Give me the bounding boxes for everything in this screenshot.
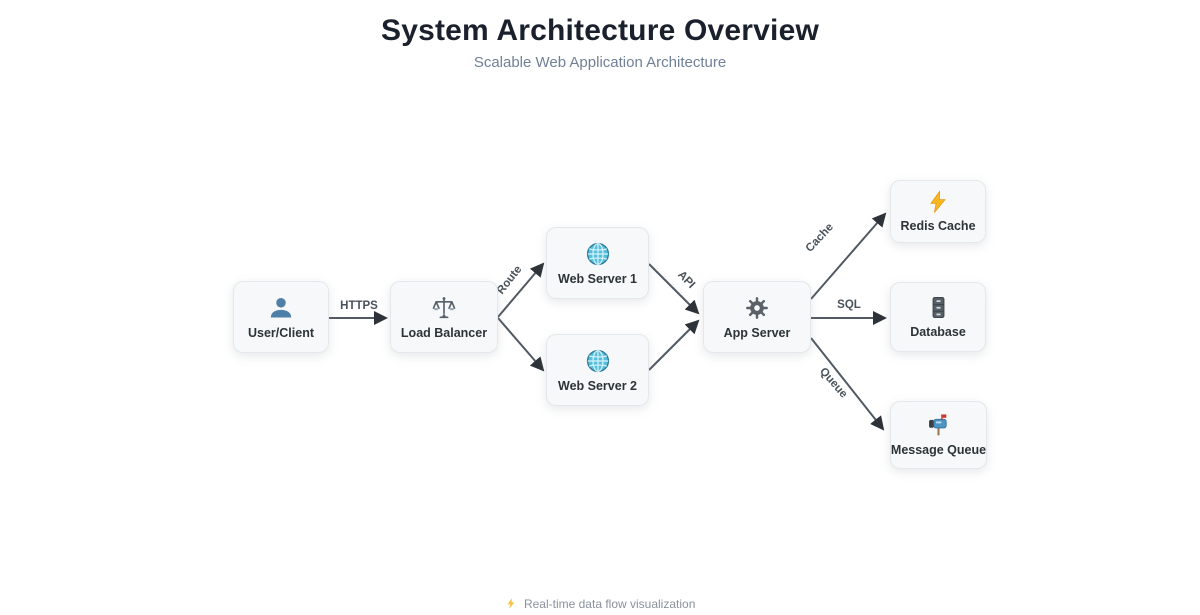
gear-icon <box>744 295 770 321</box>
edge-label-https: HTTPS <box>340 300 378 312</box>
edge-label-queue: Queue <box>817 366 850 401</box>
page-title: System Architecture Overview <box>380 14 820 47</box>
lightning-icon <box>926 190 950 214</box>
node-web-server-2: Web Server 2 <box>546 334 649 406</box>
edge-label-sql: SQL <box>837 299 861 311</box>
node-label: Web Server 2 <box>558 378 637 393</box>
edge-ws2-app-line <box>648 319 700 371</box>
node-message-queue: Message Queue <box>890 401 987 469</box>
node-load-balancer: Load Balancer <box>390 281 498 353</box>
edge-route-line <box>497 262 545 318</box>
node-label: Web Server 1 <box>558 271 637 286</box>
node-label: Redis Cache <box>900 219 976 233</box>
node-label: App Server <box>723 325 791 340</box>
edge-label-cache: Cache <box>804 221 836 254</box>
edge-lb-ws2-line <box>497 317 545 372</box>
node-label: Message Queue <box>890 443 987 457</box>
lightning-icon <box>505 598 520 613</box>
user-icon <box>268 295 294 321</box>
page-subtitle: Scalable Web Application Architecture <box>473 54 727 71</box>
file-cabinet-icon <box>926 295 951 320</box>
node-label: Load Balancer <box>400 325 488 340</box>
globe-icon <box>585 348 611 374</box>
node-label: User/Client <box>248 325 314 340</box>
mailbox-icon <box>926 413 951 438</box>
balance-scale-icon <box>431 295 457 321</box>
edge-label-api: API <box>675 269 697 291</box>
node-app-server: App Server <box>703 281 811 353</box>
edge-api-line <box>648 263 700 315</box>
edge-cache-line <box>810 212 887 300</box>
footer-note: Real-time data flow visualization <box>0 597 1200 613</box>
footer-note-text: Real-time data flow visualization <box>523 597 696 611</box>
node-database: Database <box>890 282 986 352</box>
node-web-server-1: Web Server 1 <box>546 227 649 299</box>
edge-queue-line <box>810 337 885 431</box>
node-label: Database <box>910 325 966 339</box>
globe-icon <box>585 241 611 267</box>
page-header: System Architecture Overview Scalable We… <box>0 14 1200 71</box>
node-user-client: User/Client <box>233 281 329 353</box>
node-redis-cache: Redis Cache <box>890 180 986 243</box>
